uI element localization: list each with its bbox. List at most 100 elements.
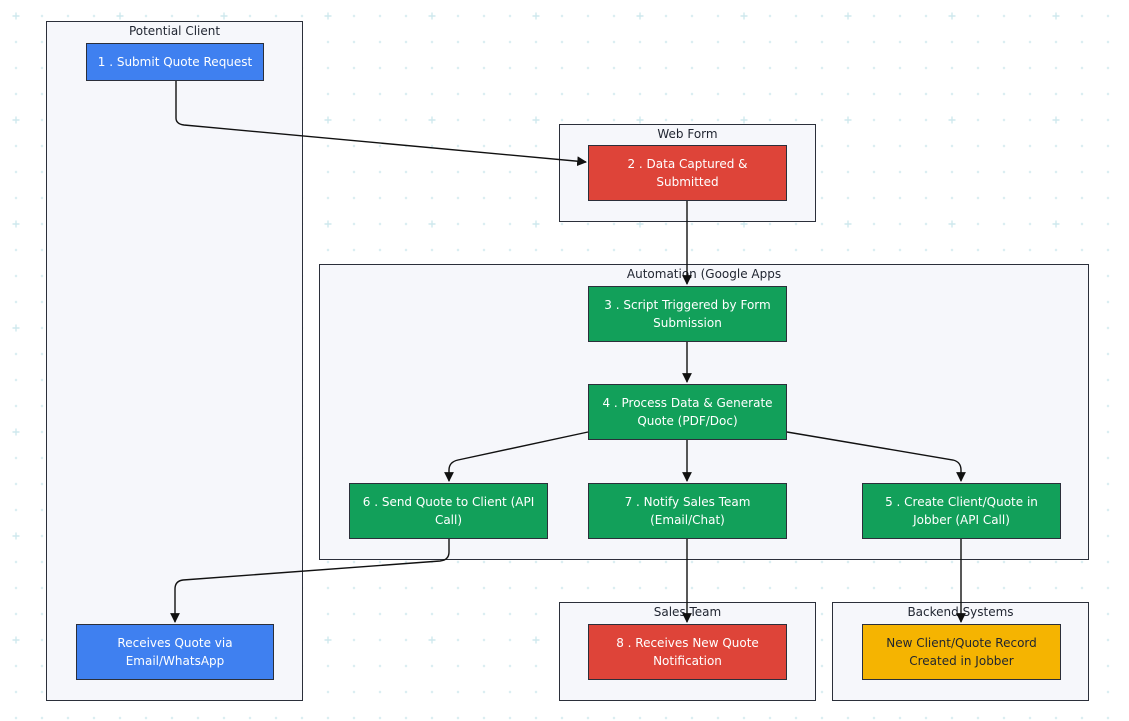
- grid-mark: [898, 14, 902, 18]
- grid-mark: [324, 220, 332, 228]
- grid-mark: [586, 92, 590, 96]
- node-submit-quote-request[interactable]: 1 . Submit Quote Request: [86, 43, 264, 81]
- grid-mark: [612, 14, 616, 18]
- grid-mark: [352, 170, 356, 174]
- grid-mark: [14, 170, 18, 174]
- grid-mark: [1002, 248, 1006, 252]
- grid-mark: [560, 66, 564, 70]
- grid-mark: [924, 196, 928, 200]
- grid-mark: [898, 170, 902, 174]
- grid-mark: [456, 612, 460, 616]
- grid-mark: [482, 170, 486, 174]
- grid-mark: [664, 66, 668, 70]
- grid-mark: [560, 222, 564, 226]
- grid-mark: [508, 638, 512, 642]
- grid-mark: [404, 586, 408, 590]
- grid-mark: [820, 612, 824, 616]
- grid-mark: [664, 586, 668, 590]
- grid-mark: [1054, 66, 1058, 70]
- grid-mark: [716, 14, 720, 18]
- grid-mark: [196, 14, 200, 18]
- grid-mark: [378, 690, 382, 694]
- grid-mark: [664, 14, 668, 18]
- node-new-record[interactable]: New Client/Quote Record Created in Jobbe…: [862, 624, 1061, 680]
- node-process-data[interactable]: 4 . Process Data & Generate Quote (PDF/D…: [588, 384, 787, 440]
- grid-mark: [352, 40, 356, 44]
- grid-mark: [534, 690, 538, 694]
- node-receives-quote[interactable]: Receives Quote via Email/WhatsApp: [76, 624, 274, 680]
- grid-mark: [716, 248, 720, 252]
- grid-mark: [612, 40, 616, 44]
- grid-mark: [1054, 170, 1058, 174]
- grid-mark: [742, 92, 746, 96]
- grid-mark: [508, 40, 512, 44]
- grid-mark: [430, 716, 434, 720]
- grid-mark: [976, 716, 980, 720]
- grid-mark: [12, 636, 20, 644]
- grid-mark: [690, 222, 694, 226]
- grid-mark: [976, 40, 980, 44]
- grid-mark: [1052, 12, 1060, 20]
- grid-mark: [872, 170, 876, 174]
- node-send-quote[interactable]: 6 . Send Quote to Client (API Call): [349, 483, 548, 539]
- grid-mark: [924, 118, 928, 122]
- grid-mark: [14, 274, 18, 278]
- grid-mark: [40, 170, 44, 174]
- grid-mark: [690, 586, 694, 590]
- grid-mark: [690, 14, 694, 18]
- grid-mark: [1080, 586, 1084, 590]
- grid-mark: [378, 14, 382, 18]
- grid-mark: [508, 560, 512, 564]
- grid-mark: [1052, 220, 1060, 228]
- grid-mark: [820, 248, 824, 252]
- grid-mark: [92, 14, 96, 18]
- node-label-3: 3 . Script Triggered by Form Submission: [604, 298, 771, 330]
- edge-4-to-5: [786, 431, 966, 482]
- grid-mark: [898, 92, 902, 96]
- node-receives-notification[interactable]: 8 . Receives New Quote Notification: [588, 624, 787, 680]
- grid-mark: [586, 716, 590, 720]
- grid-mark: [950, 586, 954, 590]
- grid-mark: [14, 560, 18, 564]
- grid-mark: [586, 14, 590, 18]
- grid-mark: [664, 248, 668, 252]
- grid-mark: [1106, 14, 1110, 18]
- grid-mark: [378, 170, 382, 174]
- grid-mark: [1002, 716, 1006, 720]
- grid-mark: [1106, 534, 1110, 538]
- node-label-4: 4 . Process Data & Generate Quote (PDF/D…: [602, 396, 773, 428]
- grid-mark: [846, 560, 850, 564]
- grid-mark: [950, 66, 954, 70]
- grid-mark: [378, 40, 382, 44]
- grid-mark: [924, 170, 928, 174]
- grid-mark: [1028, 222, 1032, 226]
- grid-mark: [352, 664, 356, 668]
- grid-mark: [534, 612, 538, 616]
- grid-mark: [1106, 638, 1110, 642]
- grid-mark: [690, 560, 694, 564]
- grid-mark: [664, 92, 668, 96]
- grid-mark: [742, 40, 746, 44]
- grid-mark: [924, 560, 928, 564]
- edge-4-to-6: [444, 431, 589, 482]
- grid-mark: [352, 638, 356, 642]
- node-script-triggered[interactable]: 3 . Script Triggered by Form Submission: [588, 286, 787, 342]
- grid-mark: [898, 222, 902, 226]
- node-data-captured[interactable]: 2 . Data Captured & Submitted: [588, 145, 787, 201]
- grid-mark: [40, 508, 44, 512]
- node-create-client[interactable]: 5 . Create Client/Quote in Jobber (API C…: [862, 483, 1061, 539]
- grid-mark: [508, 170, 512, 174]
- grid-mark: [534, 66, 538, 70]
- grid-mark: [482, 248, 486, 252]
- grid-mark: [508, 144, 512, 148]
- grid-mark: [794, 560, 798, 564]
- grid-mark: [898, 40, 902, 44]
- grid-mark: [872, 248, 876, 252]
- grid-mark: [768, 248, 772, 252]
- node-notify-sales[interactable]: 7 . Notify Sales Team (Email/Chat): [588, 483, 787, 539]
- grid-mark: [924, 92, 928, 96]
- group-label-potential-client: Potential Client: [128, 24, 221, 38]
- grid-mark: [1054, 144, 1058, 148]
- grid-mark: [976, 586, 980, 590]
- grid-mark: [1028, 40, 1032, 44]
